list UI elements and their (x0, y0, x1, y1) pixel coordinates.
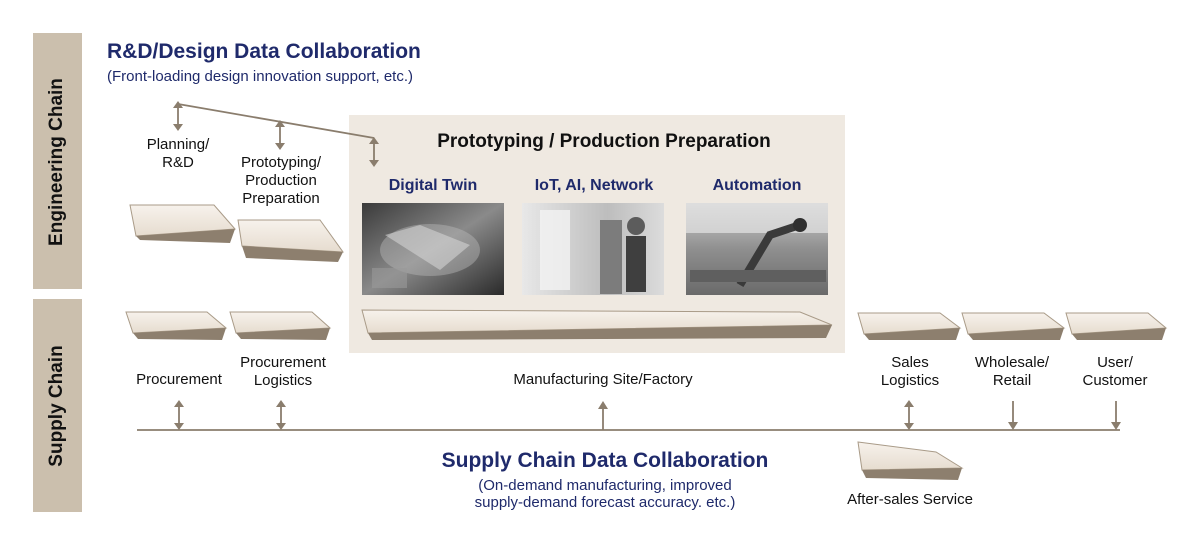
step-procurement-logistics: Procurement Logistics (240, 354, 326, 389)
supply-chevron-procurement-logistics (229, 311, 332, 340)
step-manufacturing-site: Manufacturing Site/Factory (513, 371, 693, 388)
supply-collab-subtitle-2: supply-demand forecast accuracy. etc.) (474, 494, 736, 511)
iot-ai-network-photo (522, 203, 664, 295)
rd-collab-connector (173, 101, 379, 167)
step-prototyping: Prototyping/ Production Preparation (240, 154, 322, 207)
after-sales-chevron (857, 441, 964, 480)
supply-chevron-wholesale (961, 312, 1066, 340)
engineering-chain-tab (33, 33, 82, 289)
rd-collab-subtitle: (Front-loading design innovation support… (107, 68, 414, 85)
rd-collab-title: R&D/Design Data Collaboration (107, 40, 421, 63)
tech-label-digital-twin: Digital Twin (388, 177, 478, 194)
supply-chevron-manufacturing (361, 309, 833, 340)
engineering-chevron-prototyping (237, 219, 345, 262)
engineering-chevron-planning (129, 204, 237, 243)
supply-collab-connector (137, 400, 1121, 431)
automation-photo (686, 203, 828, 295)
digital-twin-photo (362, 203, 504, 295)
step-planning-rd: Planning/ R&D (146, 136, 210, 171)
supply-collab-subtitle-1: (On-demand manufacturing, improved (478, 477, 732, 494)
step-user-customer: User/ Customer (1082, 354, 1148, 389)
step-sales-logistics: Sales Logistics (880, 354, 940, 389)
supply-chevron-user (1065, 312, 1168, 340)
supply-collab-title: Supply Chain Data Collaboration (441, 449, 769, 472)
step-procurement: Procurement (136, 371, 222, 388)
tech-label-automation: Automation (712, 177, 802, 194)
tech-label-iot-ai-network: IoT, AI, Network (534, 177, 654, 194)
supply-chain-tab (33, 299, 82, 512)
prototyping-panel-title: Prototyping / Production Preparation (437, 131, 771, 152)
step-wholesale-retail: Wholesale/ Retail (974, 354, 1050, 389)
supply-chevron-sales-logistics (857, 312, 962, 340)
after-sales-service-label: After-sales Service (847, 491, 973, 508)
supply-chevron-procurement (125, 311, 228, 340)
